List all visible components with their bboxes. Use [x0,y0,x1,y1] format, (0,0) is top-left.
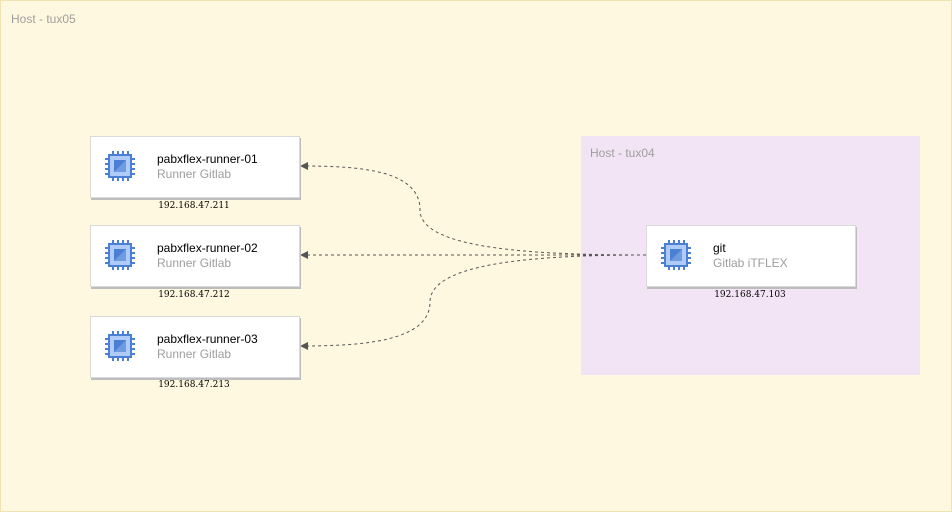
node-title: pabxflex-runner-01 [157,152,258,166]
node-ip-runner-02: 192.168.47.212 [158,290,230,300]
node-runner-02[interactable]: pabxflex-runner-02 Runner Gitlab [90,225,300,287]
edge-git-to-runner-01[interactable] [300,162,647,256]
node-subtitle: Gitlab iTFLEX [713,256,788,270]
node-ip-runner-03: 192.168.47.213 [158,380,230,390]
node-runner-01[interactable]: pabxflex-runner-01 Runner Gitlab [90,136,300,198]
node-title: pabxflex-runner-02 [157,241,258,255]
node-ip-runner-01: 192.168.47.211 [158,201,230,211]
cpu-chip-icon [105,240,135,270]
node-title: git [713,241,726,255]
node-git[interactable]: git Gitlab iTFLEX [646,225,856,287]
edge-git-to-runner-03[interactable] [300,254,647,350]
node-ip-git: 192.168.47.103 [714,290,786,300]
node-subtitle: Runner Gitlab [157,347,232,361]
node-subtitle: Runner Gitlab [157,256,232,270]
host-tux05-label: Host - tux05 [11,12,76,26]
node-runner-03[interactable]: pabxflex-runner-03 Runner Gitlab [90,316,300,378]
cpu-chip-icon [105,151,135,181]
node-subtitle: Runner Gitlab [157,167,232,181]
node-title: pabxflex-runner-03 [157,332,258,346]
cpu-chip-icon [661,240,691,270]
host-tux04-label: Host - tux04 [590,146,655,160]
cpu-chip-icon [105,331,135,361]
